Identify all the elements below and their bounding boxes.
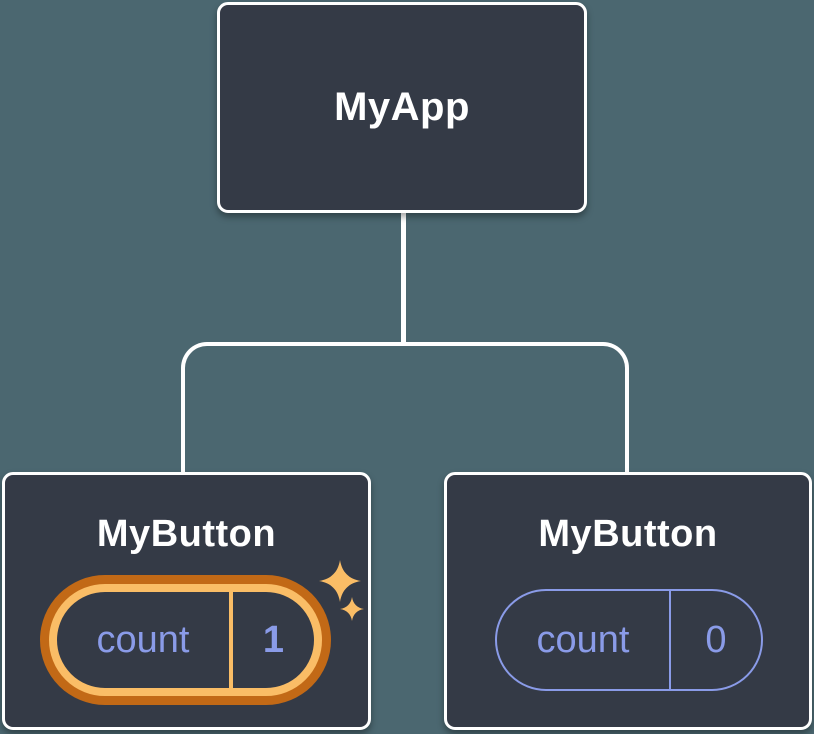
node-mybutton-2-label: MyButton bbox=[538, 513, 718, 555]
state-pill-highlighted: count 1 bbox=[49, 584, 322, 696]
node-mybutton-1: MyButton count 1 bbox=[2, 472, 371, 730]
state-name: count bbox=[536, 618, 630, 661]
pill-divider bbox=[229, 592, 233, 688]
state-name: count bbox=[96, 618, 190, 661]
connector-branch-lines bbox=[181, 342, 629, 472]
state-value: 0 bbox=[705, 618, 727, 661]
node-myapp: MyApp bbox=[217, 2, 587, 213]
node-myapp-label: MyApp bbox=[334, 85, 470, 129]
connector-stem-line bbox=[401, 212, 406, 346]
pill-divider bbox=[669, 591, 671, 689]
state-pill-plain: count 0 bbox=[495, 589, 763, 691]
state-value: 1 bbox=[262, 618, 285, 661]
node-mybutton-2: MyButton count 0 bbox=[444, 472, 812, 730]
sparkle-icon bbox=[340, 597, 364, 621]
node-mybutton-1-label: MyButton bbox=[96, 513, 277, 555]
sparkle-icon bbox=[319, 560, 361, 602]
